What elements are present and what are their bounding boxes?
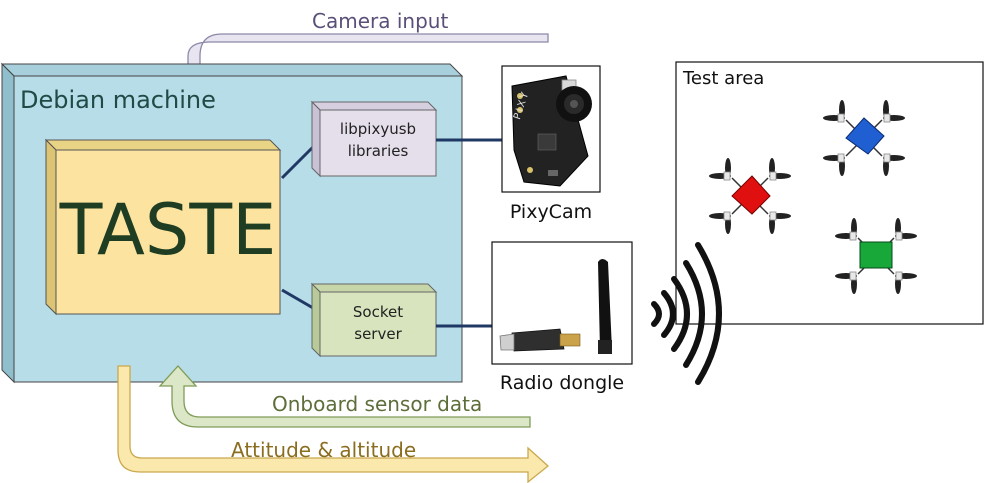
libpixy-line2: libraries bbox=[347, 141, 409, 160]
test-area-title: Test area bbox=[683, 68, 765, 89]
drone-red-icon bbox=[709, 158, 791, 234]
drone-green-icon bbox=[835, 218, 917, 294]
debian-machine-title: Debian machine bbox=[20, 86, 216, 114]
test-area-border bbox=[675, 61, 984, 325]
pixycam-image bbox=[501, 65, 601, 193]
radio-dongle-image bbox=[491, 241, 633, 365]
camera-input-label: Camera input bbox=[312, 9, 449, 33]
drone-blue-icon bbox=[823, 100, 905, 176]
libpixy-line1: libpixyusb bbox=[339, 120, 417, 138]
onboard-sensor-arrow bbox=[158, 365, 531, 428]
socket-label: Socket server bbox=[320, 302, 436, 346]
taste-label: TASTE bbox=[59, 189, 277, 271]
socket-box bbox=[310, 282, 438, 358]
attitude-arrow bbox=[117, 365, 550, 483]
onboard-sensor-label: Onboard sensor data bbox=[272, 392, 483, 416]
libpixy-box bbox=[310, 100, 438, 178]
taste-box bbox=[44, 138, 282, 316]
libpixy-label: libpixyusb libraries bbox=[320, 119, 436, 163]
socket-line1: Socket bbox=[352, 303, 404, 321]
radio-waves-icon bbox=[651, 242, 722, 385]
attitude-label: Attitude & altitude bbox=[231, 438, 417, 462]
pixycam-caption: PixyCam bbox=[509, 201, 593, 223]
socket-line2: server bbox=[354, 324, 402, 343]
radio-dongle-caption: Radio dongle bbox=[499, 372, 625, 394]
